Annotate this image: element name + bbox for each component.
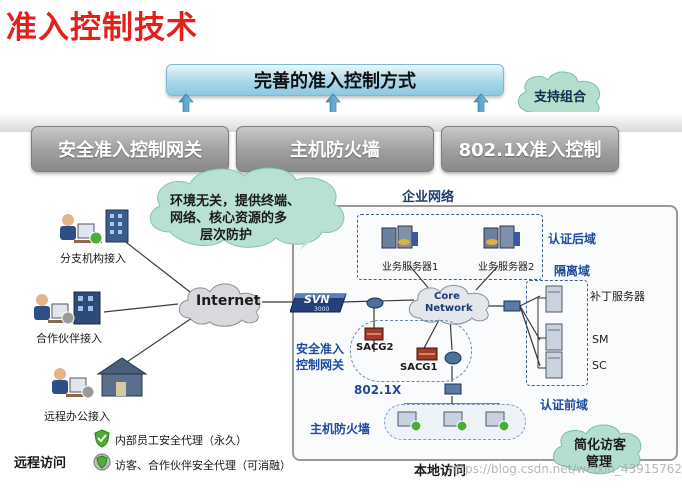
home-access-label: 远程办公接入	[44, 410, 110, 423]
sc-label: SC	[592, 359, 607, 372]
access-methods-bar: 完善的准入控制方式	[166, 64, 504, 96]
gateway-zone-outline	[350, 320, 472, 382]
partner-icon	[34, 291, 101, 325]
gateway-label-1: 安全准入	[296, 342, 345, 356]
pre-auth-domain-label: 认证前域	[540, 398, 589, 412]
post-auth-domain-label: 认证后域	[548, 232, 597, 246]
host-firewall-label: 主机防火墙	[310, 422, 371, 436]
access-switch-icon	[444, 351, 462, 365]
core-label-1: Core	[434, 291, 460, 302]
local-terminals-icon	[397, 411, 510, 432]
visitor-legend-label: 访客、合作伙伴安全代理（可消融）	[115, 459, 291, 472]
env-bubble-line-2: 网络、核心资源的多	[170, 211, 288, 226]
server1-icon	[381, 225, 418, 249]
option-secure-gateway: 安全准入控制网关	[31, 126, 229, 172]
isolation-domain-label: 隔离域	[554, 264, 591, 278]
gateway-label-2: 控制网关	[296, 358, 345, 372]
isolation-servers-icon	[537, 285, 563, 379]
svn-label: SVN	[304, 293, 330, 306]
sacg1-label: SACG1	[400, 362, 438, 373]
isolation-domain-box	[526, 280, 588, 386]
branch-access-label: 分支机构接入	[60, 252, 126, 265]
page-title: 准入控制技术	[6, 10, 198, 46]
employee-shield-icon	[94, 429, 110, 448]
option-host-firewall: 主机防火墙	[236, 126, 434, 172]
env-bubble-line-1: 环境无关，提供终端、	[170, 194, 301, 209]
sm-label: SM	[592, 333, 609, 346]
core-label-2: Network	[425, 303, 473, 314]
patch-server-label: 补丁服务器	[590, 290, 645, 303]
server1-label: 业务服务器1	[382, 262, 439, 273]
internet-cloud-icon	[178, 283, 261, 327]
post-auth-domain-box	[357, 214, 543, 280]
edge-switch-icon	[366, 297, 384, 309]
simplify-bubble-line-1: 简化访客	[574, 438, 627, 453]
dot1x-label: 802.1X	[354, 383, 402, 397]
svn-model-label: 3000	[314, 306, 330, 313]
env-cloud-bubble	[149, 167, 345, 250]
internet-label: Internet	[196, 293, 261, 309]
simplify-cloud-bubble	[553, 424, 642, 475]
support-bubble-text: 支持组合	[533, 89, 586, 105]
enterprise-network-label: 企业网络	[402, 190, 455, 205]
server2-icon	[483, 225, 520, 249]
remote-access-label: 远程访问	[14, 456, 67, 471]
home-office-icon	[52, 357, 148, 399]
server2-label: 业务服务器2	[478, 262, 535, 273]
simplify-bubble-line-2: 管理	[586, 455, 613, 470]
core-network-cloud-icon	[408, 285, 490, 325]
env-bubble-line-3: 层次防护	[200, 228, 253, 243]
watermark: https://blog.csdn.net/weixin_43915762	[448, 462, 682, 476]
option-8021x: 802.1X准入控制	[441, 126, 619, 172]
visitor-shield-icon	[93, 453, 111, 471]
isolation-switch-icon	[503, 300, 521, 312]
dot1x-switch-icon	[444, 383, 462, 395]
sacg1-device-icon	[416, 347, 438, 361]
branch-office-icon	[60, 209, 129, 245]
local-access-label: 本地访问	[414, 464, 467, 479]
partner-access-label: 合作伙伴接入	[36, 332, 102, 345]
employee-legend-label: 内部员工安全代理（永久）	[115, 434, 247, 447]
svn-gateway-icon	[290, 293, 347, 313]
